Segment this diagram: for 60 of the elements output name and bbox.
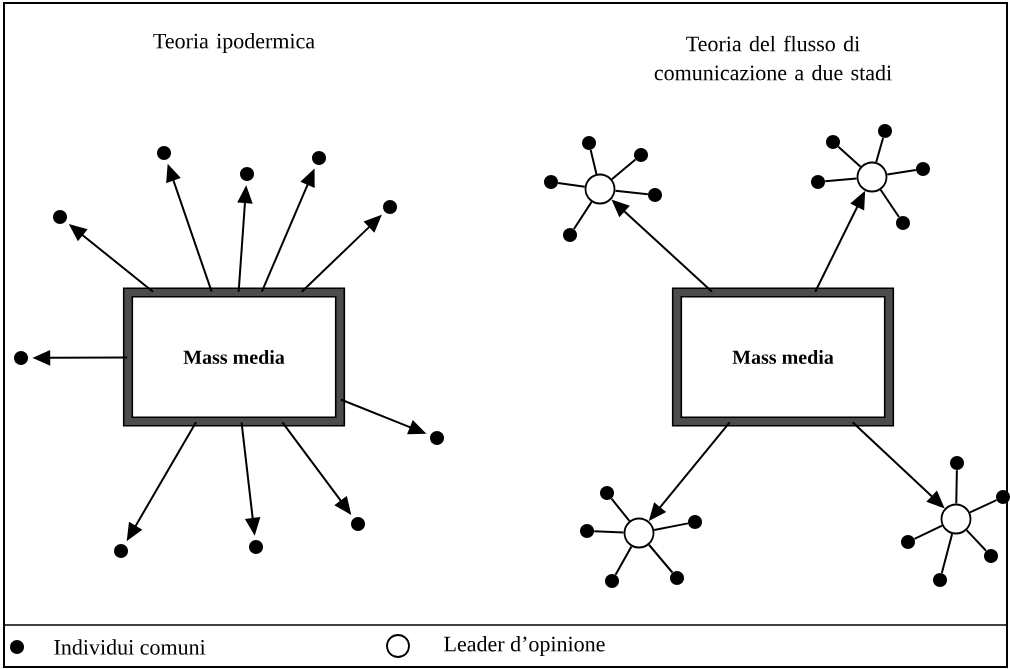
connector-line: [875, 136, 885, 164]
connector-line: [837, 145, 862, 168]
connector-line: [614, 545, 633, 576]
heading: Teoria ipodermica: [153, 33, 315, 53]
dot: [916, 162, 930, 176]
dot: [605, 574, 619, 588]
connector-line: [572, 200, 593, 230]
dot: [901, 535, 915, 549]
open-circle: [940, 503, 972, 535]
open-circle: [856, 161, 888, 193]
connector-line: [879, 188, 900, 218]
dot: [249, 540, 263, 554]
dot: [670, 571, 684, 585]
connector-line: [940, 532, 954, 575]
legend-label: Leader d’opinione: [444, 636, 605, 656]
connector-line: [886, 169, 917, 176]
dot: [383, 200, 397, 214]
dot: [312, 151, 326, 165]
connector-line: [610, 158, 637, 181]
dot: [351, 517, 365, 531]
connector-line: [913, 524, 944, 540]
dot: [896, 216, 910, 230]
dot: [563, 228, 577, 242]
connector-line: [824, 177, 858, 183]
dot: [634, 148, 648, 162]
dot: [826, 135, 840, 149]
dot: [114, 544, 128, 558]
connector-line: [965, 529, 988, 552]
dot: [240, 167, 254, 181]
dot: [933, 573, 947, 587]
connector-line: [589, 149, 598, 175]
legend-label: Individui comuni: [54, 639, 206, 655]
dot: [950, 456, 964, 470]
connector-line: [653, 522, 689, 532]
dot: [996, 490, 1010, 504]
dot: [600, 486, 614, 500]
dot: [580, 524, 594, 538]
dot: [984, 549, 998, 563]
open-circle: [623, 517, 655, 549]
dot: [544, 175, 558, 189]
dot: [53, 210, 67, 224]
connector-line: [647, 543, 674, 574]
connector-line: [610, 497, 631, 522]
heading: Teoria del flusso di comunicazione a due stadi: [654, 35, 892, 81]
media-box: Mass media: [671, 287, 895, 427]
connector-line: [593, 530, 625, 534]
dot: [157, 146, 171, 160]
open-circle: [584, 173, 616, 205]
dot: [582, 136, 596, 150]
dot: [688, 515, 702, 529]
dot: [14, 351, 28, 365]
media-box: Mass media: [122, 287, 346, 427]
dot: [811, 175, 825, 189]
connector-line: [955, 469, 958, 505]
connector-line: [614, 189, 649, 196]
connector-line: [557, 182, 586, 188]
connector-line: [968, 499, 998, 514]
dot: [878, 124, 892, 138]
dot: [430, 431, 444, 445]
dot: [648, 188, 662, 202]
